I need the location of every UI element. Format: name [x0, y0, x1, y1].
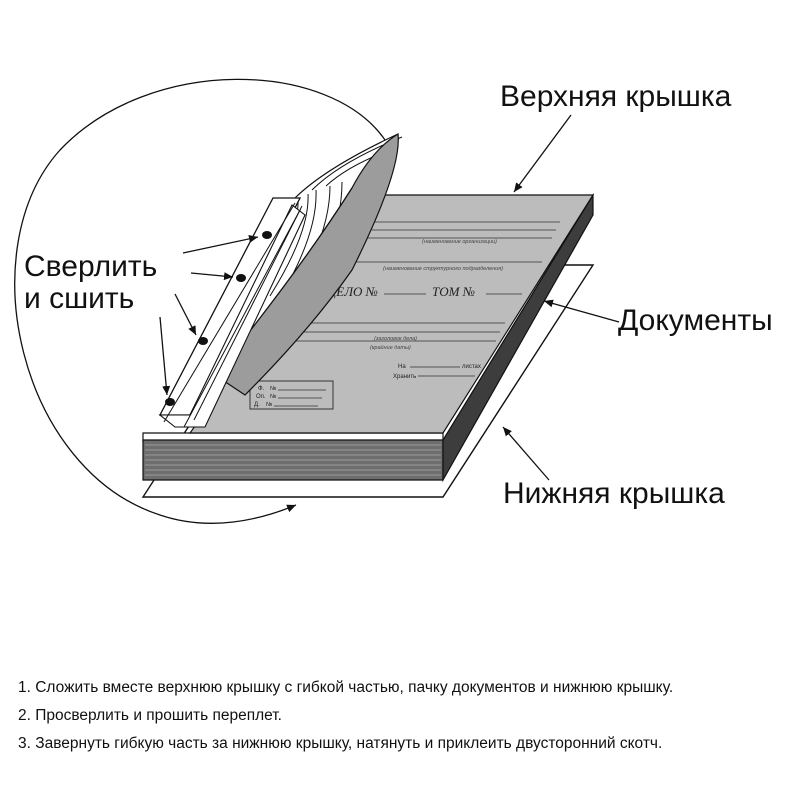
svg-text:№: №	[266, 401, 272, 408]
instruction-step-2: 2. Просверлить и прошить переплет.	[18, 707, 282, 724]
hole-3	[198, 337, 208, 345]
sheets-suffix: листах	[462, 364, 481, 370]
hole-2	[236, 274, 246, 282]
hole-1	[262, 231, 272, 239]
svg-text:Ф.: Ф.	[258, 386, 265, 392]
instructions-list: 1. Сложить вместе верхнюю крышку с гибко…	[18, 674, 793, 758]
cover-print	[294, 221, 560, 377]
pointer-arrows	[159, 114, 620, 481]
document-stack	[142, 192, 594, 483]
archive-stamp: Ф. № Оп. № Д. №	[249, 380, 334, 410]
keep-label: Хранить	[393, 374, 416, 380]
unit-caption: (наименование структурного подразделения…	[383, 266, 503, 272]
binding-strip	[158, 197, 306, 428]
svg-text:№: №	[270, 393, 276, 400]
bottom-cover-label: Нижняя крышка	[503, 477, 725, 510]
drill-sew-label-1: Сверлить	[24, 250, 157, 283]
instruction-step-3: 3. Завернуть гибкую часть за нижнюю крыш…	[18, 735, 663, 752]
instruction-step-1: 1. Сложить вместе верхнюю крышку с гибко…	[18, 679, 674, 696]
dates-caption: (крайние даты)	[370, 344, 411, 351]
binding-diagram: (наименование организации) (наименование…	[14, 78, 773, 524]
hole-4	[165, 398, 175, 406]
svg-text:№: №	[270, 385, 276, 392]
drill-sew-label-2: и сшить	[24, 282, 134, 315]
heading-caption: (заголовок дела)	[374, 336, 417, 342]
org-caption: (наименование организации)	[422, 239, 497, 245]
tom-label: ТОМ №	[432, 284, 475, 299]
sheets-prefix: На	[398, 364, 406, 370]
svg-text:Оп.: Оп.	[256, 394, 266, 400]
wrap-arrow	[14, 78, 386, 524]
documents-label: Документы	[618, 304, 773, 337]
svg-text:Д.: Д.	[254, 402, 260, 408]
top-cover-label: Верхняя крышка	[500, 80, 732, 113]
